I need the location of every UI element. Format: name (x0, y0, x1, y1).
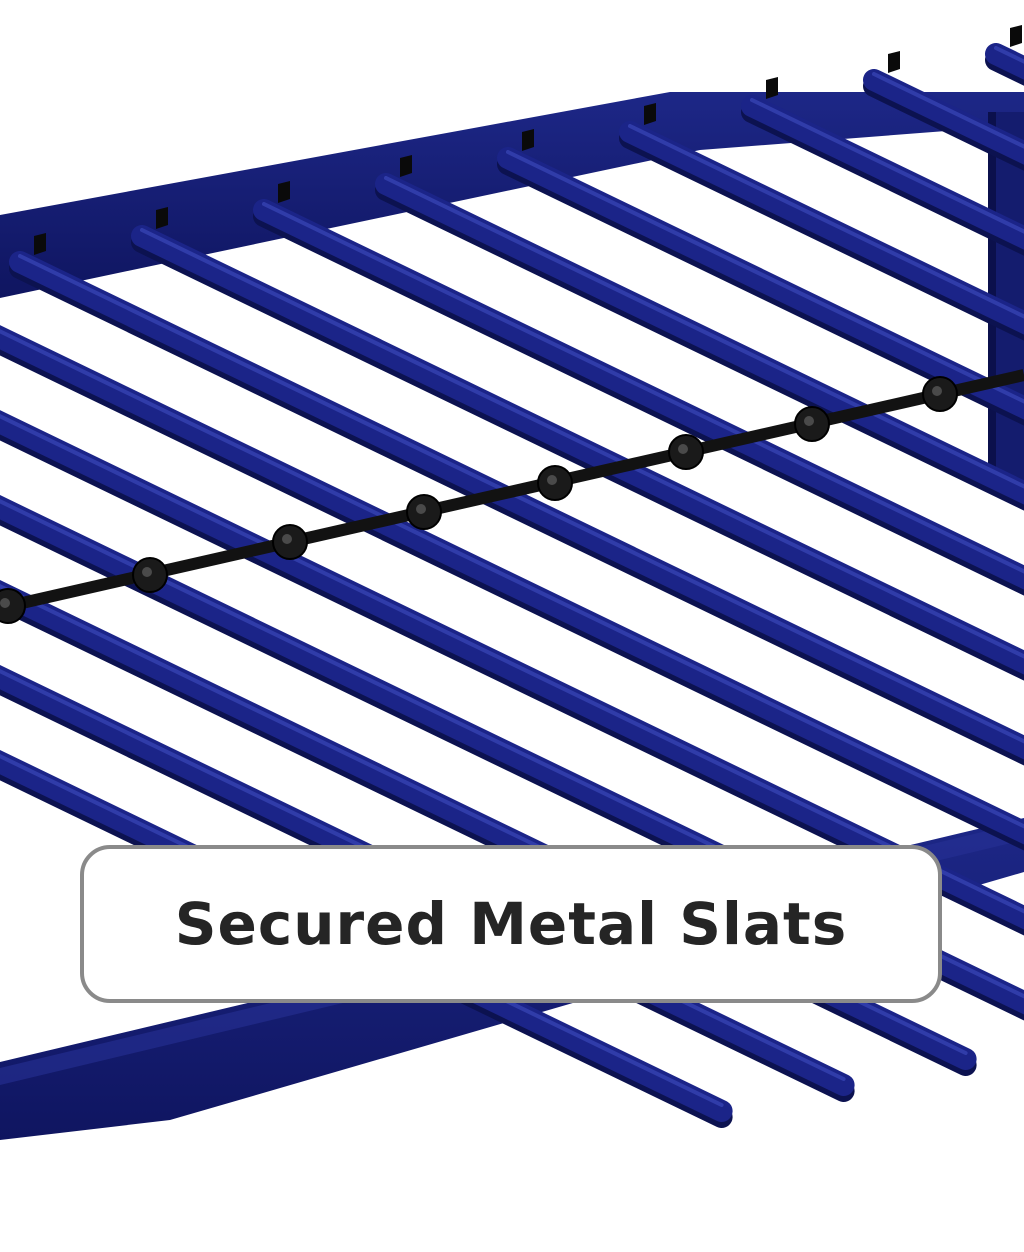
slat-bracket (1010, 25, 1022, 47)
slat-bracket (766, 77, 778, 99)
metal-slat (741, 95, 1024, 256)
caption-label: Secured Metal Slats (80, 845, 942, 1003)
slat-bracket (278, 181, 290, 203)
slat-joint-bolt (678, 444, 688, 454)
slat-joint-bolt (547, 475, 557, 485)
metal-slat (0, 325, 1024, 851)
slat-bracket (888, 51, 900, 73)
slat-joint-bolt (932, 386, 942, 396)
metal-slat (0, 410, 1024, 936)
caption-text: Secured Metal Slats (174, 890, 848, 958)
slat-joint-bolt (282, 534, 292, 544)
support-bar-line (0, 369, 1024, 614)
slat-bracket (644, 103, 656, 125)
metal-slat (375, 173, 1024, 511)
center-support-bar (0, 369, 1024, 624)
metal-slat (619, 121, 1024, 341)
metal-slat (9, 251, 1024, 766)
back-side-rail (0, 92, 1024, 298)
slat-joint-bolt (804, 416, 814, 426)
metal-slat (497, 147, 1024, 426)
slat-bracket (522, 129, 534, 151)
slat-joint-bolt (142, 567, 152, 577)
slat-joint-bolt (0, 598, 10, 608)
slat-bracket (400, 155, 412, 177)
metal-slat (253, 199, 1024, 596)
slat-joint (0, 588, 26, 624)
metal-slat (131, 225, 1024, 681)
slat-joint-bolt (416, 504, 426, 514)
slat-bracket (34, 233, 46, 255)
slat-bracket (156, 207, 168, 229)
